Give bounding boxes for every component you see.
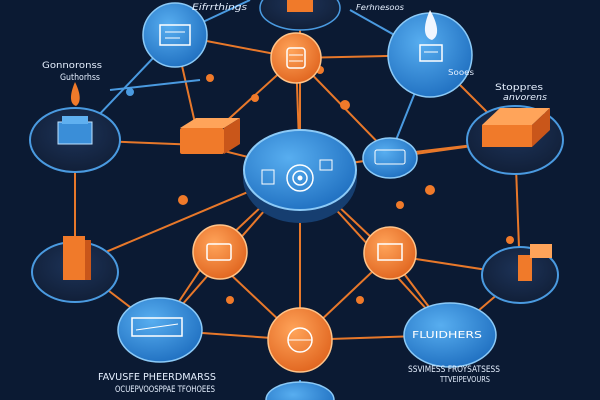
stack-icon [482, 125, 532, 147]
chart-icon [131, 317, 183, 337]
label-left-top-2: Guthorhss [60, 73, 100, 83]
node-bottom-right[interactable] [403, 302, 497, 368]
pillar-icon [63, 236, 85, 280]
label-bottom-right-1: SSVIMESS FROYSATSESS [408, 365, 500, 375]
node-top-right[interactable] [387, 10, 473, 98]
label-bottom-right-node: FLUIDHERS [412, 330, 482, 341]
label-top: Eifrrthings [192, 3, 247, 13]
labels: Eifrrthings Gonnoronss Guthorhss Sooes S… [42, 3, 547, 395]
junction-dots [126, 66, 514, 304]
folder-icon [206, 243, 232, 261]
central-hub[interactable] [243, 129, 357, 223]
node-orange-left[interactable] [192, 224, 248, 280]
node-bottom-partial[interactable] [265, 381, 335, 400]
label-bottom-left-1: FAVUSFE PHEERDMARSS [98, 372, 216, 383]
node-right-lower[interactable] [481, 244, 559, 304]
database-icon [286, 47, 306, 69]
node-orange-cube[interactable] [180, 118, 240, 154]
stack-icon [57, 121, 93, 145]
label-right-top-2: Stoppres [495, 83, 543, 93]
signpost-icon [518, 255, 532, 281]
label-bottom-left-2: OCUEPVOOSPPAE TFOHOEES [115, 385, 215, 395]
server-icon [287, 0, 313, 12]
flame-icon [70, 82, 80, 106]
node-left-lower[interactable] [31, 236, 119, 303]
label-left-top-1: Gonnoronss [42, 61, 102, 71]
node-top-left[interactable] [142, 2, 208, 68]
node-orange-top[interactable] [270, 32, 322, 84]
node-orange-right[interactable] [363, 226, 417, 280]
node-bottom-left[interactable] [117, 297, 203, 363]
flame-icon [424, 10, 438, 40]
label-top-right-script: Ferhnesoos [356, 3, 404, 12]
node-top-center[interactable] [259, 0, 341, 31]
label-bottom-right-2: TTVEIPEVOURS [439, 375, 490, 384]
document-icon [159, 24, 191, 46]
label-right-top-3: anvorens [503, 93, 547, 103]
node-mid-right-blue[interactable] [362, 137, 418, 179]
label-right-top-1: Sooes [448, 68, 474, 77]
node-right-upper[interactable] [466, 105, 564, 175]
box-icon [377, 243, 403, 261]
node-left-upper[interactable] [29, 82, 121, 173]
target-icon [286, 164, 314, 192]
node-bottom-center[interactable] [267, 307, 333, 373]
